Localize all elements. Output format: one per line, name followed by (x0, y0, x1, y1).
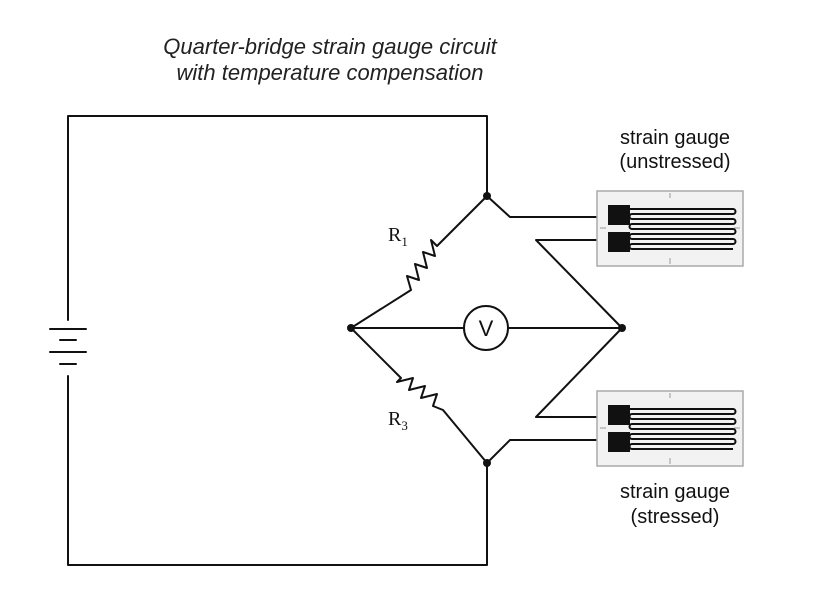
wire-bottom-gauge-lead-1 (535, 327, 623, 418)
top-gauge-label-line-2: (unstressed) (619, 151, 731, 173)
diagram-title-line-1: Quarter-bridge strain gauge circuit (163, 34, 497, 59)
wire-top-loop (67, 115, 488, 321)
resistor-r3-letter: R (388, 408, 402, 430)
diagram-title-line-2: with temperature compensation (176, 60, 484, 85)
voltmeter-symbol: V (479, 316, 494, 341)
wire-bottom-loop (67, 375, 488, 566)
resistor-r1-letter: R (388, 224, 402, 246)
wire-top-gauge-lead-2 (535, 239, 623, 329)
strain-gauge-stressed-icon (596, 390, 744, 467)
strain-gauge-unstressed-icon (596, 190, 744, 267)
junction-node-left (347, 324, 355, 332)
voltmeter-icon: V (463, 305, 509, 351)
top-gauge-label-line-1: strain gauge (619, 127, 731, 149)
bottom-gauge-label-line-2: (stressed) (630, 506, 720, 528)
resistor-r1-subscript: 1 (401, 234, 408, 249)
junction-node-right (618, 324, 626, 332)
resistor-r1-label: R1 (388, 224, 408, 250)
resistor-r1-icon (350, 195, 488, 329)
bottom-gauge-label-line-1: strain gauge (619, 481, 731, 503)
junction-node-bottom (483, 459, 491, 467)
resistor-r3-icon (350, 327, 488, 464)
resistor-r3-subscript: 3 (401, 418, 408, 433)
wire-bottom-gauge-lead-2 (486, 439, 609, 464)
battery-icon (49, 328, 87, 365)
resistor-r3-label: R3 (388, 408, 408, 434)
junction-node-top (483, 192, 491, 200)
wire-top-gauge-lead-1 (486, 195, 609, 218)
